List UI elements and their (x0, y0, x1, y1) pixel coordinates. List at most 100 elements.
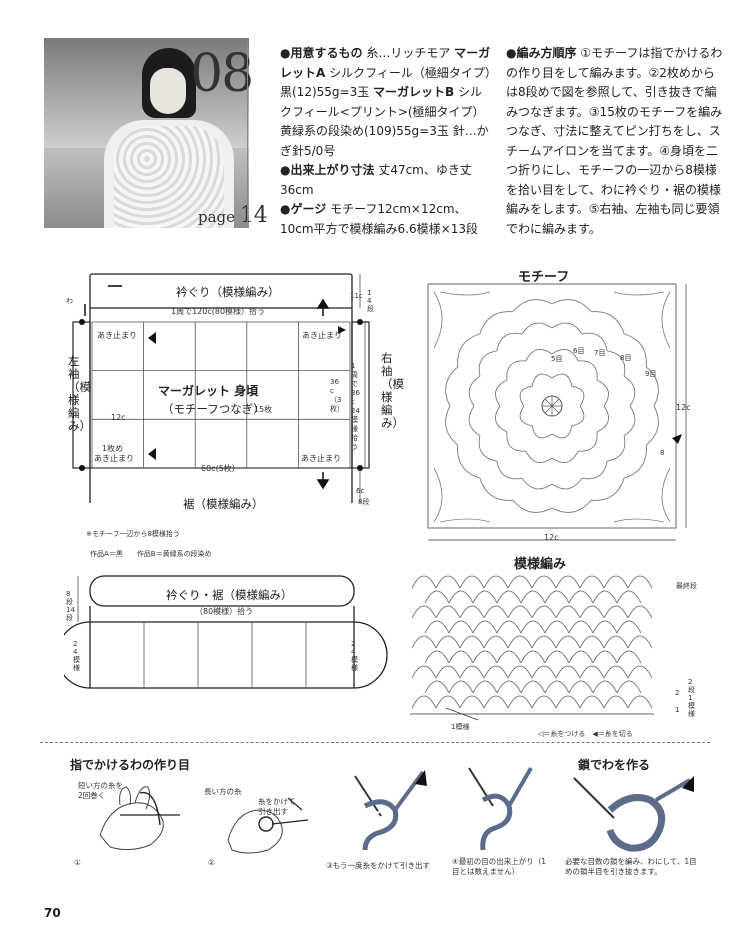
pattern-arch (520, 590, 546, 604)
pattern-arch (496, 650, 522, 664)
pattern-arch (435, 665, 461, 679)
right-sleeve-label: 右袖（模様編み） (381, 351, 404, 430)
note-colors: 作品A＝黒 作品B＝黄緑系の段染め (90, 550, 212, 558)
one-repeat-label: 1模様 (451, 723, 470, 731)
pattern-arch (472, 620, 498, 634)
pattern-arch (435, 695, 461, 709)
pattern-arch (496, 590, 522, 604)
procedure-section: ●編み方順序 ①モチーフは指でかけるわの作り目をして編みます。②2枚めからは8段… (506, 46, 723, 236)
motif-petal (551, 450, 579, 463)
body-schematic (72, 273, 370, 503)
motif-petal (531, 425, 553, 439)
band-right-dim: 24模様 (351, 640, 358, 672)
pattern-arch (616, 680, 642, 694)
pattern-arch (603, 605, 629, 619)
band-label: 衿ぐり・裾（模様編み） (166, 588, 293, 602)
last-row-label: 最終段 (676, 582, 697, 590)
motif-petal (551, 425, 573, 439)
pattern-arch (616, 590, 642, 604)
pattern-arch (411, 635, 437, 649)
motif-petal (551, 299, 592, 313)
motif-petal (495, 379, 508, 407)
pattern-arch (603, 575, 629, 589)
motif-width: 12c (544, 533, 559, 542)
pattern-arch (483, 635, 509, 649)
pattern-arch (459, 605, 485, 619)
pattern-arch (520, 650, 546, 664)
pattern-arch (592, 680, 618, 694)
chain-ring-title: 鎖でわを作る (578, 758, 651, 772)
pattern-arch (579, 635, 605, 649)
bottom-6c: 6c (356, 487, 365, 495)
pattern-arch (472, 590, 498, 604)
round-label-5: 5目 (551, 355, 563, 363)
pattern-arch (603, 695, 629, 709)
pattern-arch (435, 575, 461, 589)
motif-petal (531, 373, 553, 387)
pattern-arch (459, 575, 485, 589)
pattern-stitch-chart (410, 575, 654, 721)
motif-petal (478, 350, 497, 377)
motif-petal (519, 385, 533, 407)
step1-note: 短い方の糸を2回巻く (78, 781, 123, 800)
pattern-arch (435, 605, 461, 619)
pattern-arch (459, 665, 485, 679)
pattern-arch (520, 620, 546, 634)
hem-label: 裾（模様編み） (183, 497, 264, 511)
pattern-arch (544, 620, 570, 634)
motif-petal (577, 431, 598, 452)
motif-petal (590, 477, 625, 501)
top-14rows: 14段 (367, 289, 374, 313)
band-left-dim: 8段 14段 (66, 590, 75, 622)
step2-note-b: 糸をかけて引き出す (258, 797, 296, 816)
neck-label: 衿ぐり（模様編み） (176, 285, 280, 299)
pattern-arch (531, 695, 557, 709)
motif-petal (596, 379, 609, 407)
left-sleeve-label: 左袖（模様編み） (68, 354, 91, 433)
motif-petal (445, 366, 459, 407)
ring-method-title: 指でかけるわの作り目 (70, 758, 191, 772)
motif-petal (645, 366, 659, 407)
pattern-arch (627, 665, 653, 679)
motif-petal (479, 311, 514, 335)
pattern-arch (555, 695, 581, 709)
motif-petal (623, 444, 647, 479)
pattern-arch (592, 620, 618, 634)
motif-petal (495, 405, 508, 433)
motif-petal (457, 333, 481, 368)
motif-title: モチーフ (518, 270, 570, 285)
stop-bottom-right: あき止まり (301, 454, 341, 463)
page-number: 70 (44, 906, 61, 920)
band-schematic (64, 575, 388, 689)
stop-bottom-left: あき止まり (94, 454, 134, 463)
motif-petal (512, 299, 553, 313)
pattern-arch (459, 635, 485, 649)
step1-number: ① (74, 858, 81, 867)
round-label-8: 8目 (620, 354, 632, 362)
pattern-arch (579, 605, 605, 619)
motif-petal (479, 477, 514, 501)
pattern-arch (411, 575, 437, 589)
pattern-arch (579, 695, 605, 709)
motif-petal (551, 349, 579, 362)
pattern-arch (483, 665, 509, 679)
motif-chart (427, 283, 687, 541)
page-reference: page 14 (198, 203, 268, 228)
bottom-8rows: 8段 (358, 498, 370, 506)
pattern-arch (507, 575, 533, 589)
pattern-arch (603, 665, 629, 679)
pattern-arch (555, 575, 581, 589)
motif-petal (551, 322, 583, 335)
pattern-arch (496, 620, 522, 634)
pattern-arch (579, 665, 605, 679)
round-label-9: 9目 (645, 370, 657, 378)
pattern-title: 模様編み (514, 557, 567, 572)
hook-illustration-3 (354, 770, 427, 851)
repeat-note: 2段1模様 (688, 678, 695, 718)
motif-petal (577, 360, 598, 381)
motif-petal (512, 499, 553, 513)
row-2-label: 2 (675, 689, 680, 697)
motif-petal (607, 350, 626, 377)
pattern-arch (507, 665, 533, 679)
motif-petal (525, 450, 553, 463)
